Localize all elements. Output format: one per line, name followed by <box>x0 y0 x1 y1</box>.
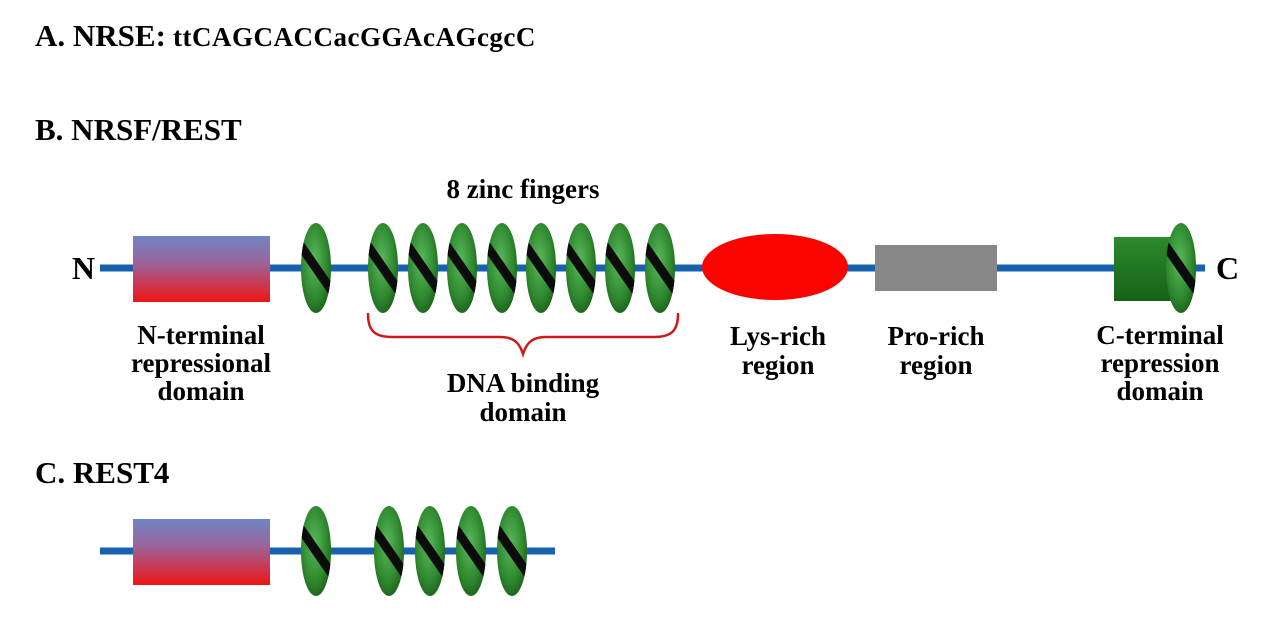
c-terminal-domain-label-line2: repression <box>1100 348 1219 378</box>
dna-binding-domain-label-line1: DNA binding <box>447 368 600 398</box>
pro-rich-region-shape <box>875 245 997 291</box>
zinc-finger-icon <box>602 223 638 313</box>
lys-rich-region-shape <box>702 234 848 300</box>
n-terminal-domain-box <box>133 236 270 302</box>
panel-a-heading: A. NRSE: <box>35 18 166 53</box>
pro-rich-label-line2: region <box>900 350 973 380</box>
rest4-n-terminal-domain-box <box>133 519 270 585</box>
zinc-finger-icon <box>484 223 520 313</box>
dna-binding-brace <box>366 312 680 359</box>
zinc-finger-icon <box>405 223 441 313</box>
panel-c-heading: C. REST4 <box>35 455 169 490</box>
nrse-sequence: ttCAGCACCacGGAcAGcgcC <box>173 22 536 52</box>
lys-rich-label-line1: Lys-rich <box>730 321 826 351</box>
zinc-finger-icon <box>444 223 480 313</box>
dna-binding-domain-label-line2: domain <box>479 397 566 427</box>
lys-rich-label-line2: region <box>742 350 815 380</box>
zinc-finger-icon <box>298 223 334 313</box>
zinc-finger-icon <box>642 223 678 313</box>
n-terminus-label: N <box>72 250 95 286</box>
panel-b-heading: B. NRSF/REST <box>35 112 242 147</box>
c-terminal-domain-label-line1: C-terminal <box>1096 320 1224 350</box>
zinc-fingers-count-label: 8 zinc fingers <box>447 174 600 204</box>
zinc-finger-icon <box>298 506 334 596</box>
zinc-finger-icon <box>412 506 448 596</box>
zinc-finger-icon <box>563 223 599 313</box>
n-terminal-domain-label-line1: N-terminal <box>137 320 265 350</box>
n-terminal-domain-label-line2: repressional <box>131 348 272 378</box>
n-terminal-domain-label-line3: domain <box>157 376 244 406</box>
c-terminus-label: C <box>1216 250 1239 286</box>
zinc-finger-icon <box>453 506 489 596</box>
zinc-finger-icon <box>494 506 530 596</box>
c-terminal-domain-label-line3: domain <box>1116 376 1203 406</box>
zinc-finger-icon <box>371 506 407 596</box>
zinc-finger-icon <box>523 223 559 313</box>
zinc-finger-icon <box>365 223 401 313</box>
pro-rich-label-line1: Pro-rich <box>888 321 985 351</box>
